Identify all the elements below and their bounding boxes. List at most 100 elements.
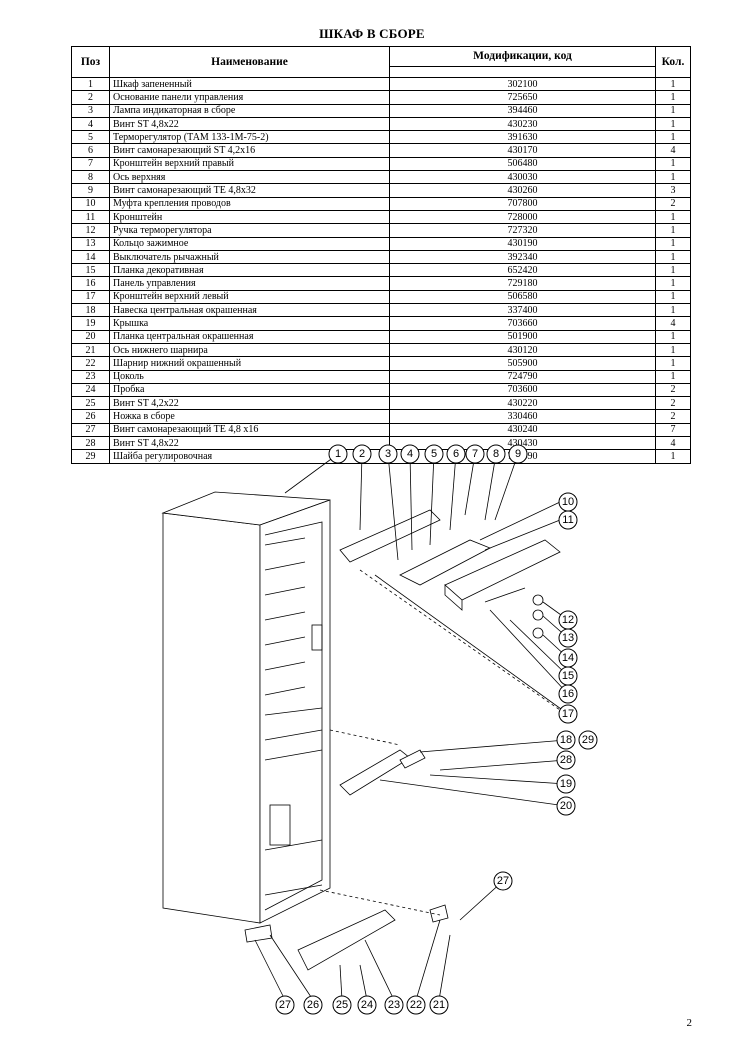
cell-qty: 2 <box>655 409 691 424</box>
cell-code: 430220 <box>389 396 656 411</box>
cell-code: 506580 <box>389 289 656 305</box>
callout-label: 1 <box>335 448 341 460</box>
callout-label: 21 <box>433 999 445 1011</box>
cell-qty: 1 <box>655 342 691 358</box>
callout-16: 16 <box>558 684 578 704</box>
callout-27: 27 <box>275 995 295 1015</box>
callout-label: 4 <box>407 448 413 460</box>
callout-label: 27 <box>279 999 291 1011</box>
callout-19: 19 <box>556 774 576 794</box>
cell-qty: 1 <box>655 223 691 238</box>
cell-pos: 16 <box>71 276 110 291</box>
cell-code: 703600 <box>389 382 656 398</box>
callout-5: 5 <box>424 444 444 464</box>
cell-pos: 26 <box>71 409 110 424</box>
cell-qty: 1 <box>655 249 691 265</box>
cell-name: Крышка <box>109 316 390 331</box>
cell-name: Шкаф запененный <box>109 76 390 92</box>
cell-name: Кронштейн верхний левый <box>109 289 390 305</box>
cell-name: Муфта крепления проводов <box>109 196 390 211</box>
callout-label: 17 <box>562 708 574 720</box>
bottom-plinth-parts <box>244 889 449 971</box>
cell-qty: 1 <box>655 103 691 118</box>
cell-qty: 7 <box>655 422 691 438</box>
cell-pos: 4 <box>71 116 110 132</box>
table-header-row: Поз Наименование Модификации, код Кол. <box>71 46 691 78</box>
cell-pos: 10 <box>71 196 110 211</box>
cell-name: Шайба регулировочная <box>109 449 390 464</box>
callout-label: 23 <box>388 999 400 1011</box>
cell-qty: 1 <box>655 170 691 185</box>
cell-name: Ось нижнего шарнира <box>109 342 390 358</box>
cell-qty: 2 <box>655 396 691 411</box>
cell-pos: 20 <box>71 329 110 344</box>
cell-pos: 2 <box>71 90 110 105</box>
cell-code: 505900 <box>389 356 656 371</box>
cell-name: Цоколь <box>109 369 390 384</box>
callout-15: 15 <box>558 666 578 686</box>
leader-lines <box>254 453 569 1001</box>
cell-qty: 1 <box>655 276 691 291</box>
callout-label: 2 <box>359 448 365 460</box>
cell-pos: 19 <box>71 316 110 331</box>
callout-7: 7 <box>465 444 485 464</box>
cell-pos: 6 <box>71 143 110 158</box>
middle-hinge-parts <box>329 729 426 796</box>
callout-label: 3 <box>385 448 391 460</box>
callout-3: 3 <box>378 444 398 464</box>
cell-qty: 1 <box>655 289 691 305</box>
cell-qty: 1 <box>655 263 691 278</box>
cell-name: Планка декоративная <box>109 263 390 278</box>
callout-label: 8 <box>493 448 499 460</box>
callout-label: 20 <box>560 800 572 812</box>
cell-pos: 14 <box>71 249 110 265</box>
callout-label: 29 <box>582 734 594 746</box>
cell-name: Винт самонарезающий ТЕ 4,8 х16 <box>109 422 390 438</box>
cell-code: 652420 <box>389 263 656 278</box>
callout-23: 23 <box>384 995 404 1015</box>
cell-pos: 3 <box>71 103 110 118</box>
cell-code: 430240 <box>389 422 656 438</box>
callout-24: 24 <box>357 995 377 1015</box>
cell-pos: 21 <box>71 342 110 358</box>
callout-2: 2 <box>352 444 372 464</box>
cell-qty: 1 <box>655 236 691 251</box>
callout-25: 25 <box>332 995 352 1015</box>
cell-pos: 18 <box>71 303 110 318</box>
cell-name: Винт самонарезающий ST 4,2х16 <box>109 143 390 158</box>
callout-8: 8 <box>486 444 506 464</box>
cell-qty: 4 <box>655 143 691 158</box>
cell-qty: 1 <box>655 356 691 371</box>
callout-29: 29 <box>578 730 598 750</box>
cell-name: Ось верхняя <box>109 170 390 185</box>
cell-code: 501900 <box>389 329 656 344</box>
header-pos: Поз <box>71 46 110 78</box>
callout-label: 22 <box>410 999 422 1011</box>
cell-pos: 15 <box>71 263 110 278</box>
cell-name: Ножка в сборе <box>109 409 390 424</box>
cell-name: Ручка терморегулятора <box>109 223 390 238</box>
cell-name: Шарнир нижний окрашенный <box>109 356 390 371</box>
callout-27: 27 <box>493 871 513 891</box>
cell-name: Планка центральная окрашенная <box>109 329 390 344</box>
cell-qty: 1 <box>655 130 691 145</box>
cell-code: 430190 <box>389 236 656 251</box>
cell-pos: 22 <box>71 356 110 371</box>
